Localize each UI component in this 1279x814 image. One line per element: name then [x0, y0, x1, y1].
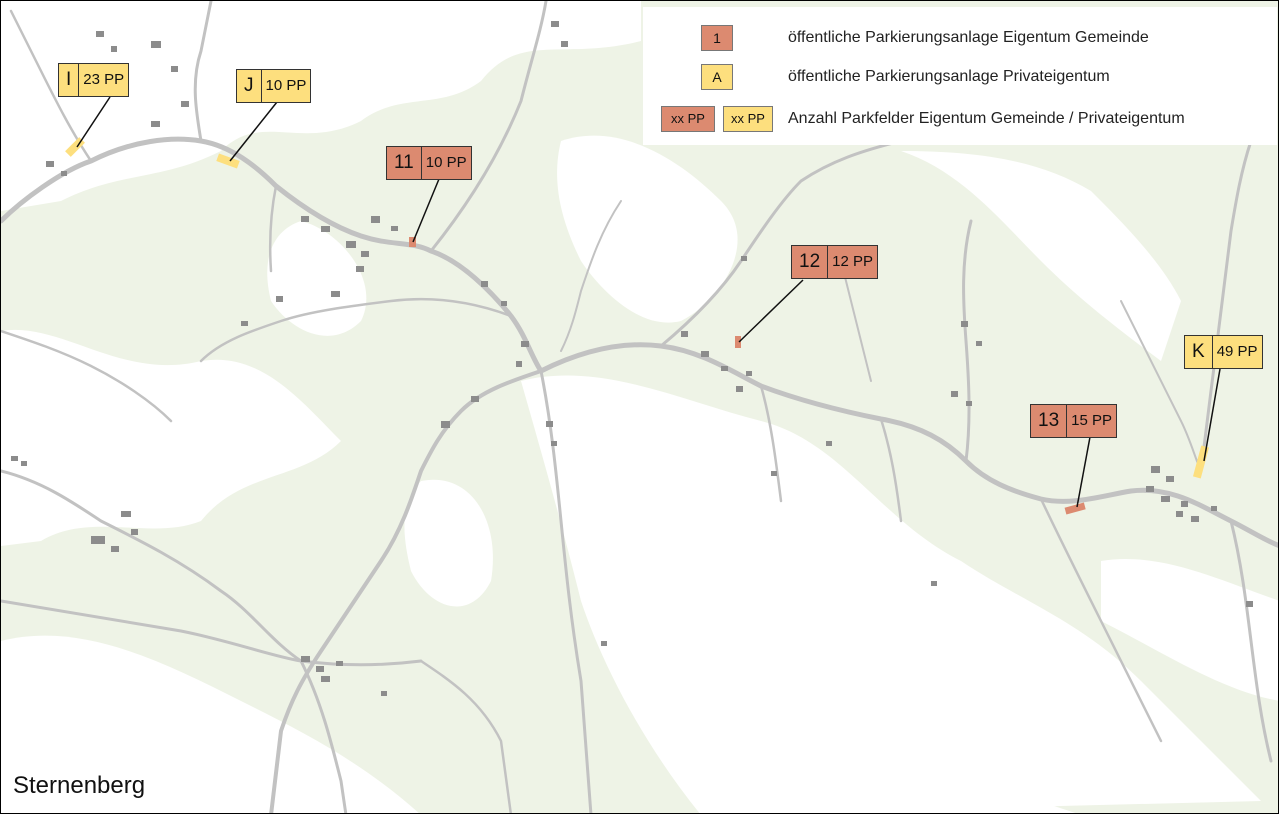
parking-spaces: 23 PP — [83, 71, 125, 88]
place-name-box: Sternenberg — [3, 758, 203, 813]
parking-area-k[interactable] — [1192, 445, 1210, 479]
legend-swatch-private: A — [701, 64, 733, 90]
parking-id: 12 — [792, 246, 829, 278]
parking-tag-k[interactable]: K 49 PP — [1184, 335, 1263, 369]
parking-id: 13 — [1031, 405, 1068, 437]
leader-lines — [76, 96, 1221, 508]
parking-tag-12[interactable]: 12 12 PP — [791, 245, 879, 279]
parking-area-12[interactable] — [735, 336, 741, 348]
legend-swatch-count-private: xx PP — [723, 106, 773, 132]
parking-id: 11 — [387, 147, 422, 179]
parking-tag-j[interactable]: J 10 PP — [236, 69, 312, 103]
parking-id: K — [1185, 336, 1213, 368]
parking-spaces: 10 PP — [425, 154, 467, 171]
buildings — [11, 21, 1253, 696]
legend-label-count: Anzahl Parkfelder Eigentum Gemeinde / Pr… — [788, 110, 1185, 127]
parking-tag-13[interactable]: 13 15 PP — [1030, 404, 1118, 438]
parking-spaces: 12 PP — [832, 253, 874, 270]
legend-label-private: öffentliche Parkierungsanlage Privateige… — [788, 68, 1110, 85]
parking-id: J — [237, 70, 262, 102]
parking-id: I — [59, 64, 80, 96]
map-legend: 1 öffentliche Parkierungsanlage Eigentum… — [643, 7, 1277, 145]
parking-spaces: 10 PP — [265, 77, 307, 94]
legend-swatch-count-public: xx PP — [661, 106, 715, 132]
legend-swatch-public: 1 — [701, 25, 733, 51]
parking-spaces: 49 PP — [1216, 343, 1258, 360]
legend-label-public: öffentliche Parkierungsanlage Eigentum G… — [788, 29, 1149, 46]
parking-area-13[interactable] — [1064, 502, 1086, 515]
parking-area-j[interactable] — [216, 153, 240, 169]
parking-tag-11[interactable]: 11 10 PP — [386, 146, 472, 180]
parking-spaces: 15 PP — [1071, 412, 1113, 429]
parking-area-11[interactable] — [409, 237, 416, 247]
parking-tag-i[interactable]: I 23 PP — [58, 63, 130, 97]
place-name: Sternenberg — [13, 772, 146, 799]
